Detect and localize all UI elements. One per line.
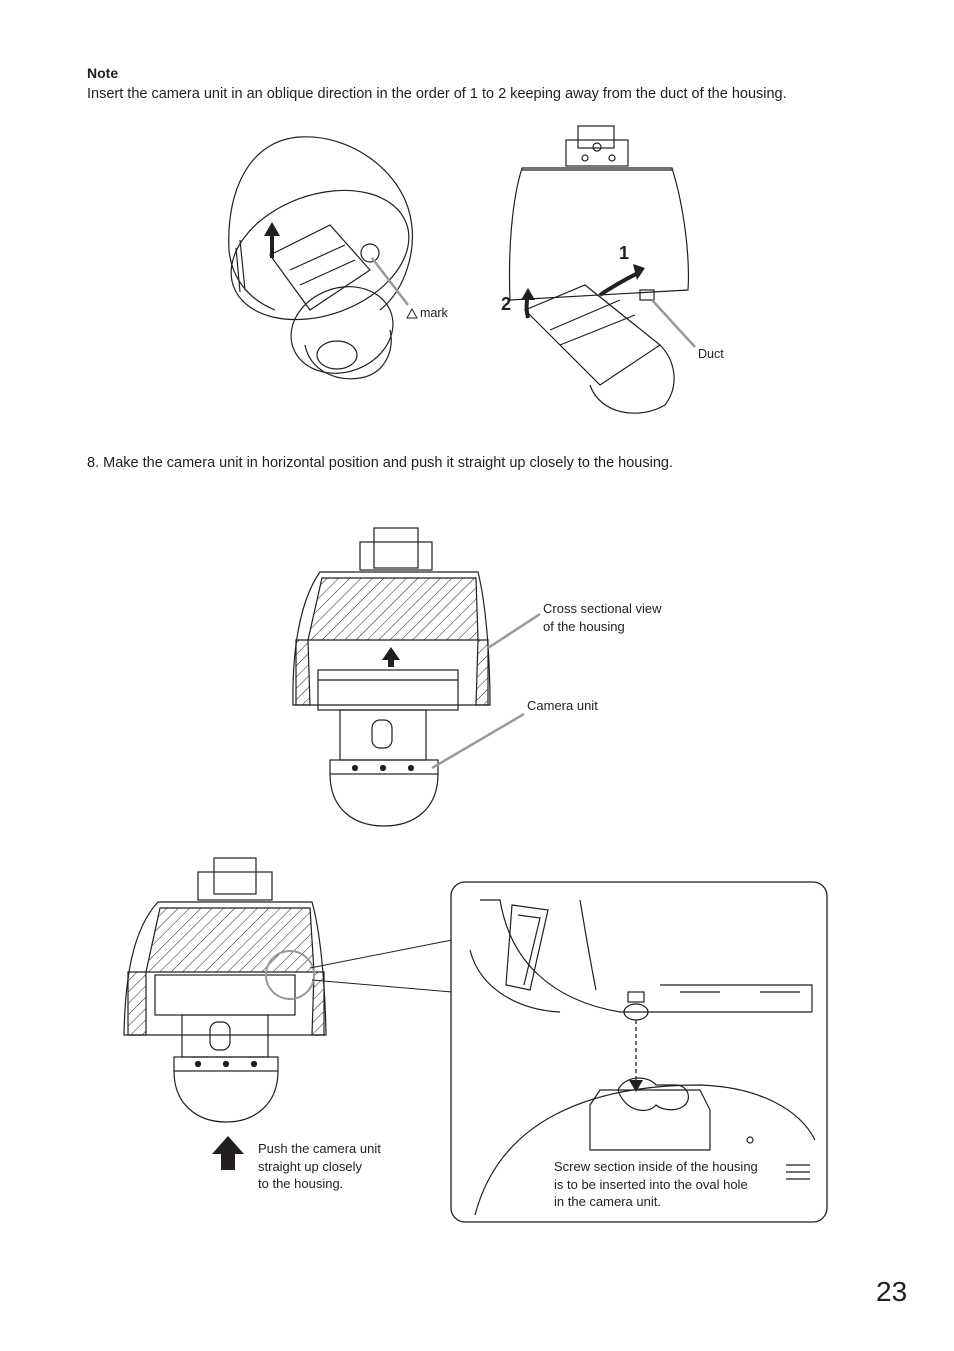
camera-unit-leader-line [431, 712, 525, 770]
triangle-mark-icon [406, 307, 418, 319]
housing-cross-section [292, 527, 491, 827]
push-instruction-label: Push the camera unit straight up closely… [258, 1141, 381, 1191]
screw-section-label: Screw section inside of the housing is t… [554, 1158, 758, 1211]
housing-assembled-view [123, 857, 327, 1123]
duct-label: Duct [698, 347, 724, 361]
mark-label: mark [420, 306, 448, 320]
cross-section-leader-line [487, 612, 541, 650]
detail-circle [265, 950, 315, 1000]
housing-side-view [508, 125, 690, 414]
note-title: Note [87, 65, 119, 81]
camera-unit-label: Camera unit [527, 698, 598, 713]
cross-section-label: Cross sectional view of the housing [543, 601, 662, 634]
zoom-line-bottom [311, 979, 453, 993]
page-number: 23 [876, 1276, 908, 1307]
zoom-line-top [309, 939, 453, 969]
step-1-number: 1 [619, 243, 630, 263]
step-2-number: 2 [501, 294, 512, 314]
housing-oblique-view [228, 136, 413, 380]
mark-leader-line [371, 257, 409, 306]
detail-callout-box [450, 881, 828, 1223]
note-body: Insert the camera unit in an oblique dir… [87, 86, 787, 102]
insertion-arrow-icon [629, 1080, 643, 1092]
step-8-instruction: 8. Make the camera unit in horizontal po… [87, 455, 673, 471]
detail-screw-section [469, 899, 816, 1216]
duct-leader-line [651, 299, 696, 348]
arrow-1-icon [598, 270, 641, 297]
